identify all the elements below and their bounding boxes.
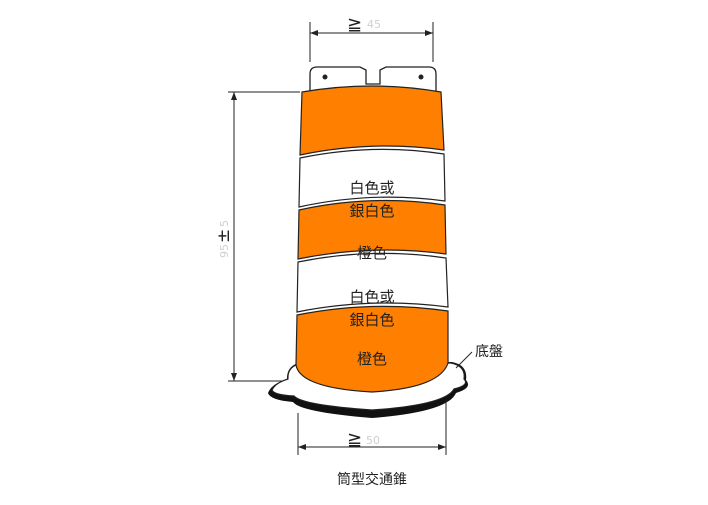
band-3-orange [297, 199, 447, 260]
band-2-label-line2: 銀白色 [349, 202, 394, 220]
base-label: 底盤 [475, 344, 503, 360]
base-width-dimension: ≧ 50 [297, 400, 447, 455]
band-labels: 白色或 銀白色 橙色 白色或 銀白色 橙色 [349, 179, 394, 368]
band-2-white [298, 148, 446, 208]
top-width-dimension: ≧ 45 [309, 14, 434, 62]
base-width-value: 50 [366, 434, 380, 447]
barrel-body [295, 85, 449, 393]
barrel-handle [309, 66, 437, 93]
height-symbol: ± [214, 229, 234, 243]
band-2-label-line1: 白色或 [349, 179, 394, 197]
band-1-orange [299, 85, 445, 156]
diagram-caption: 筒型交通錐 [337, 471, 407, 488]
band-4-white [296, 252, 449, 313]
band-3-label: 橙色 [357, 244, 387, 262]
height-dimension: ± 95 5 [214, 91, 300, 382]
base-width-symbol: ≧ [347, 429, 362, 450]
band-4-label-line1: 白色或 [349, 288, 394, 306]
band-5-label: 橙色 [357, 350, 387, 368]
band-5-orange [295, 305, 449, 393]
top-width-value: 45 [367, 18, 381, 31]
top-width-symbol: ≧ [347, 14, 362, 35]
band-4-label-line2: 銀白色 [349, 311, 394, 329]
height-tolerance: 5 [218, 220, 231, 227]
height-value: 95 [218, 244, 231, 258]
